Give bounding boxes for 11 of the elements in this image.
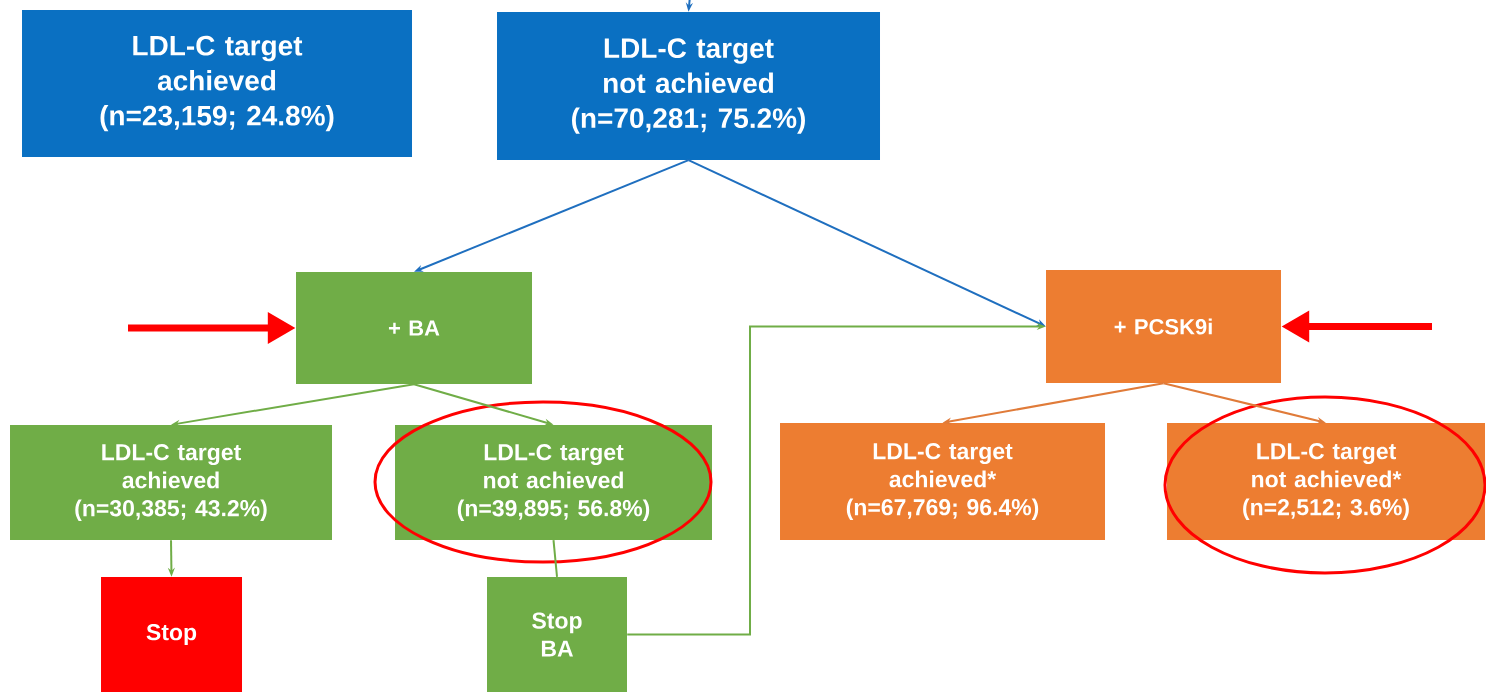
result-box: LDL-C target achieved (n=23,159; 24.8%) xyxy=(22,10,412,157)
treatment-box: + BA xyxy=(296,272,532,384)
result-box: LDL-C target not achieved (n=70,281; 75.2%) xyxy=(497,12,880,160)
result-box: LDL-C target achieved (n=30,385; 43.2%) xyxy=(10,425,332,540)
stop-box: Stop xyxy=(101,577,242,692)
treatment-box: + PCSK9i xyxy=(1046,270,1281,383)
stop-box: Stop BA xyxy=(487,577,627,692)
result-box: LDL-C target achieved* (n=67,769; 96.4%) xyxy=(780,423,1105,540)
result-box: LDL-C target not achieved (n=39,895; 56.8%) xyxy=(395,425,712,540)
result-box: LDL-C target not achieved* (n=2,512; 3.6%) xyxy=(1167,423,1485,540)
connector-line xyxy=(552,539,558,578)
